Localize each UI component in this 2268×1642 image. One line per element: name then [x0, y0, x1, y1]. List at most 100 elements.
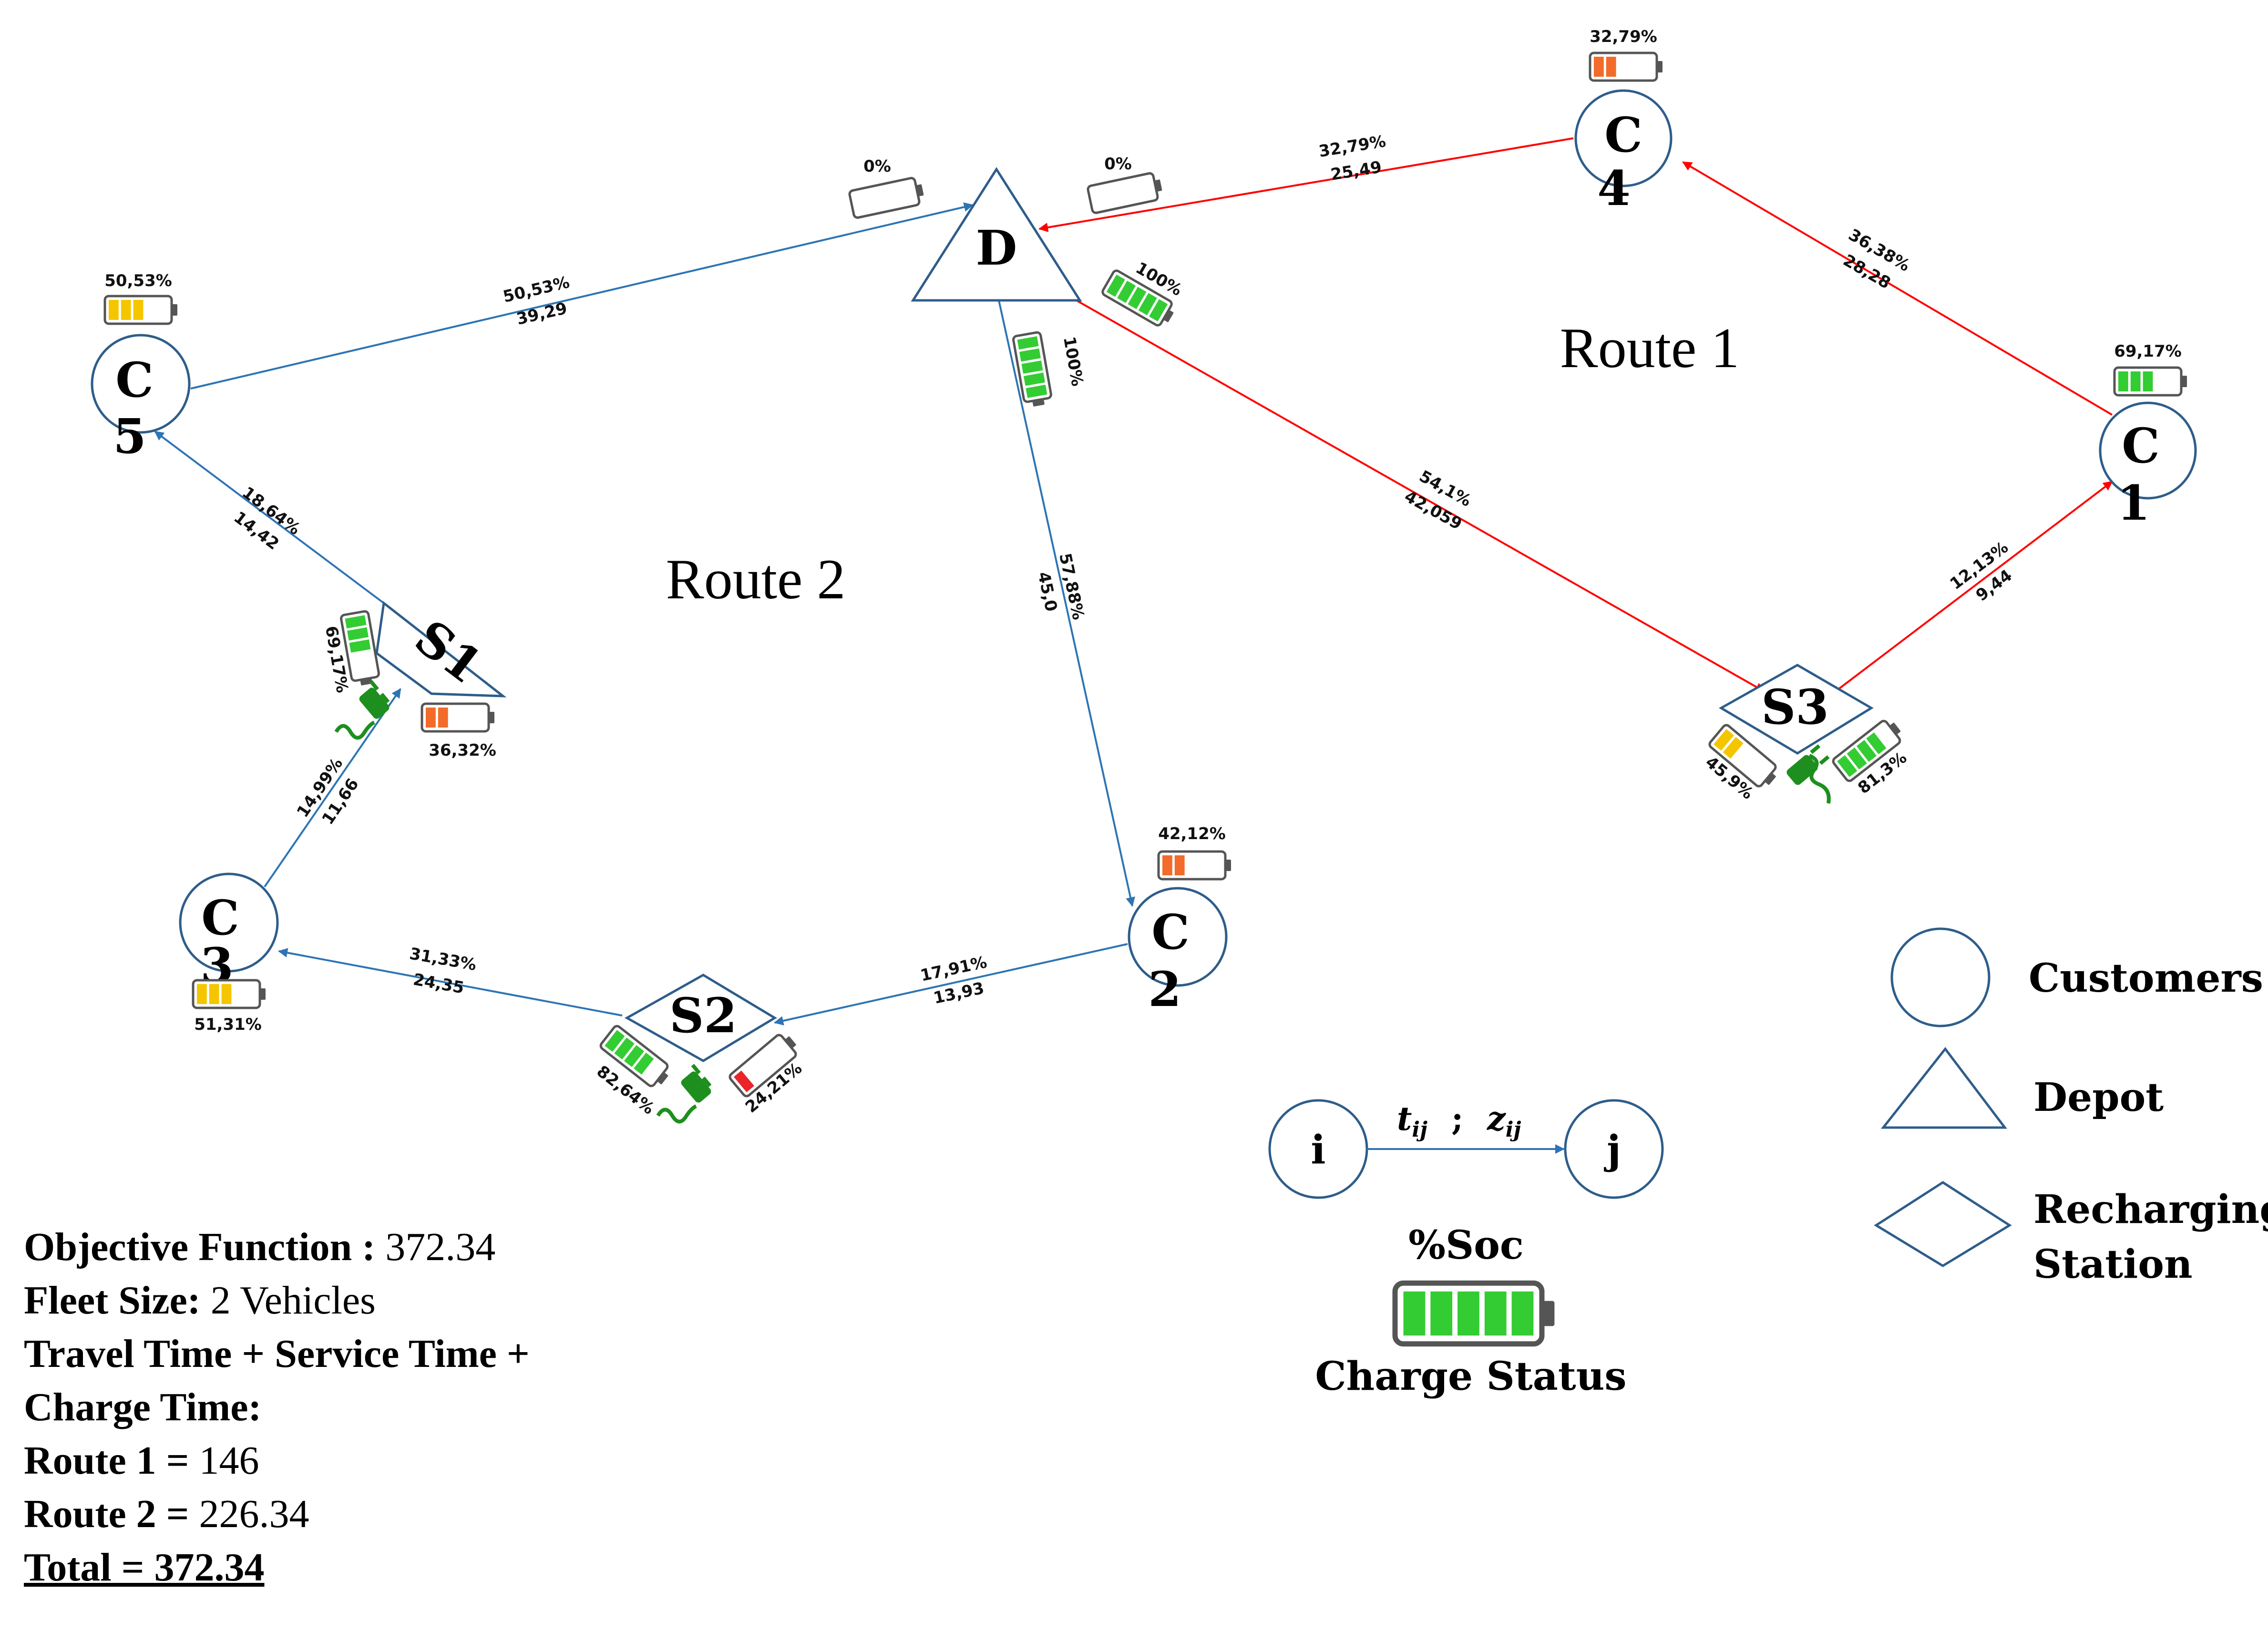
battery-b-c2	[1157, 850, 1231, 881]
edge-c1-c4	[1682, 161, 2113, 416]
node-customer-2: C 2	[1128, 887, 1228, 1017]
battery-b-c3-segment	[221, 984, 232, 1004]
battery-b-d-out2-segment	[1019, 348, 1041, 362]
legend-soc-label: %Soc	[1408, 1222, 1524, 1268]
edge-c4-d-time: 32,79%	[1317, 132, 1387, 161]
node-depot: D	[911, 167, 1082, 302]
battery-b-d-out2	[1012, 331, 1052, 407]
battery-b-d-out1-segment	[1128, 287, 1147, 309]
battery-b-d-in2-pct: 0%	[1104, 154, 1132, 174]
edge-s3-c1	[1835, 481, 2113, 692]
customer-2-circle	[1128, 887, 1228, 987]
legend-battery-segment	[1457, 1291, 1479, 1336]
customer-1-number: 1	[2117, 475, 2150, 531]
route-2-edges	[154, 202, 1135, 1026]
customer-1-letter: C	[2122, 418, 2160, 474]
customer-2-letter: C	[1151, 904, 1190, 960]
route2-line: Route 2 = 226.34	[24, 1488, 530, 1541]
legend-customer-circle	[1890, 927, 1991, 1027]
battery-b-d-out1	[1101, 269, 1174, 327]
battery-b-c4-pct: 32,79%	[1590, 27, 1657, 46]
station-3-label: S3	[1761, 679, 1829, 735]
battery-b-d-in	[848, 177, 924, 219]
battery-b-c5-segment	[109, 300, 119, 320]
legend-battery	[1392, 1280, 1555, 1347]
battery-b-c2-pct: 42,12%	[1158, 824, 1226, 843]
station-2-diamond	[624, 974, 777, 1062]
customer-5-letter: C	[115, 352, 154, 408]
battery-b-c3-segment	[209, 984, 219, 1004]
customer-4-letter: C	[1604, 107, 1642, 163]
route1-value: 146	[189, 1438, 259, 1483]
battery-b-c1-pct: 69,17%	[2114, 342, 2182, 361]
battery-b-c1	[2113, 366, 2187, 397]
edge-s2-c3-dist: 24,35	[412, 970, 466, 998]
battery-b-c5-segment	[133, 300, 144, 320]
node-station-3: S3	[1719, 664, 1874, 755]
total-line: Total = 372.34	[24, 1541, 530, 1594]
battery-b-s3-in	[1708, 724, 1777, 788]
legend-battery-segment	[1484, 1291, 1507, 1336]
battery-b-c4	[1589, 51, 1663, 82]
customer-1-circle	[2099, 401, 2197, 500]
legend-recharging-label-2: Station	[2033, 1242, 2193, 1287]
customer-4-circle	[1574, 89, 1673, 187]
battery-b-d-out2-segment	[1023, 372, 1045, 386]
legend-example-formula: tij;zij	[1397, 1100, 1521, 1142]
battery-b-c3-pct: 51,31%	[194, 1015, 262, 1034]
customer-4-number: 4	[1597, 160, 1631, 216]
route1-label: Route 1 =	[24, 1438, 189, 1483]
edge-c5-d	[190, 202, 974, 390]
legend-battery-segment	[1430, 1291, 1453, 1336]
route1-line: Route 1 = 146	[24, 1434, 530, 1488]
battery-b-c2-segment	[1162, 855, 1172, 875]
battery-b-c1-segment	[2130, 371, 2141, 391]
station-1-diamond	[375, 601, 507, 698]
battery-b-s2-out-segment	[614, 1037, 635, 1060]
legend-example-i: i	[1311, 1127, 1325, 1173]
legend: Customers Depot Recharging Station i j t…	[1268, 927, 2268, 1399]
objective-value: 372.34	[375, 1225, 496, 1269]
battery-b-c4-segment	[1606, 57, 1616, 77]
edge-c2-s2	[774, 943, 1128, 1026]
objective-label: Objective Function :	[24, 1225, 376, 1269]
customer-3-letter: C	[201, 890, 239, 946]
edge-c5-d-dist: 39,29	[515, 299, 569, 329]
legend-battery-icon	[1392, 1280, 1555, 1347]
battery-b-s1-out	[340, 610, 380, 686]
battery-b-s1-in-segment	[438, 708, 448, 728]
node-customer-3: C 3	[179, 872, 279, 994]
legend-recharging-label-1: Recharging	[2033, 1187, 2268, 1232]
edge-s1-c5	[154, 431, 385, 604]
battery-b-c1-segment	[2143, 371, 2153, 391]
legend-depot-label: Depot	[2033, 1075, 2164, 1120]
node-station-2: S2	[624, 974, 777, 1062]
depot-label: D	[976, 220, 1017, 276]
battery-b-c3	[192, 979, 266, 1009]
legend-example-j: j	[1603, 1127, 1621, 1173]
battery-b-d-out1-segment	[1149, 299, 1168, 322]
battery-b-s2-out-segment	[624, 1045, 645, 1067]
battery-b-s3-out-segment	[1866, 732, 1887, 755]
battery-b-d-out2-pct: 100%	[1059, 335, 1087, 388]
legend-customers-label: Customers	[2029, 955, 2263, 1001]
node-customer-5: C 5	[91, 334, 191, 464]
customer-2-number: 2	[1148, 961, 1181, 1017]
total-value: Total = 372.34	[24, 1545, 265, 1590]
battery-b-s3-in-segment	[1723, 737, 1744, 759]
fleet-line: Fleet Size: 2 Vehicles	[24, 1274, 530, 1327]
battery-b-s3-out	[1832, 719, 1901, 782]
customer-3-circle	[179, 872, 279, 973]
battery-b-d-out2-segment	[1026, 384, 1047, 398]
legend-charge-status-label: Charge Status	[1315, 1354, 1626, 1399]
battery-b-c3-segment	[197, 984, 207, 1004]
objective-line: Objective Function : 372.34	[24, 1221, 530, 1274]
battery-b-s2-in-segment	[734, 1070, 754, 1092]
battery-b-d-out2-segment	[1017, 336, 1039, 350]
customer-5-number: 5	[113, 408, 146, 464]
battery-b-s2-out	[599, 1025, 669, 1088]
fleet-value: 2 Vehicles	[200, 1278, 376, 1323]
edge-labels: 32,79% 25,49 36,38% 28,28 54,1% 42,059 1…	[230, 132, 2016, 1008]
battery-b-c5-pct: 50,53%	[104, 271, 172, 290]
